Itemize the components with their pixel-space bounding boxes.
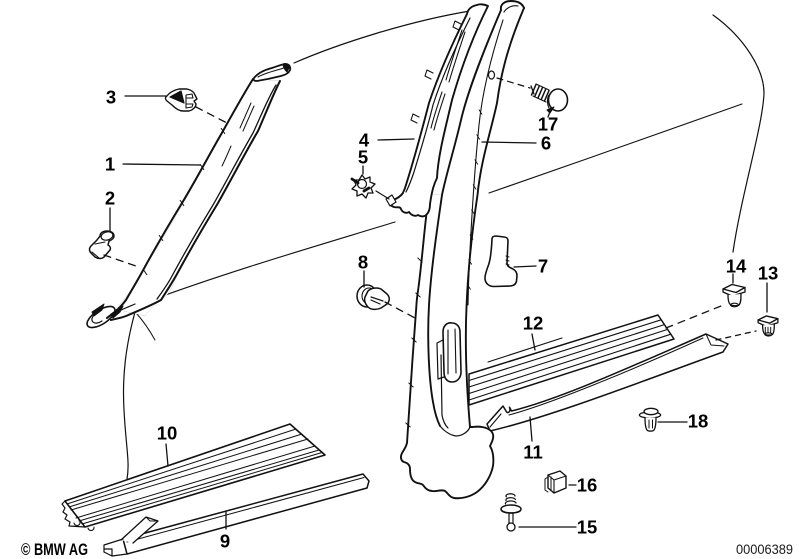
svg-text:1: 1 bbox=[105, 154, 115, 175]
svg-text:5: 5 bbox=[358, 147, 368, 168]
svg-text:6: 6 bbox=[541, 133, 551, 154]
svg-text:3: 3 bbox=[106, 87, 116, 108]
svg-text:14: 14 bbox=[726, 256, 747, 277]
svg-text:9: 9 bbox=[220, 531, 230, 552]
svg-text:7: 7 bbox=[538, 256, 548, 277]
svg-text:16: 16 bbox=[577, 475, 598, 496]
svg-text:15: 15 bbox=[577, 517, 598, 538]
svg-text:4: 4 bbox=[359, 130, 370, 151]
svg-text:18: 18 bbox=[688, 411, 709, 432]
svg-text:12: 12 bbox=[523, 313, 544, 334]
svg-text:© BMW AG: © BMW AG bbox=[21, 540, 88, 559]
svg-text:8: 8 bbox=[358, 252, 368, 273]
svg-text:13: 13 bbox=[758, 263, 779, 284]
svg-text:2: 2 bbox=[105, 188, 115, 209]
svg-text:10: 10 bbox=[157, 423, 178, 444]
svg-text:17: 17 bbox=[538, 114, 559, 135]
svg-text:00006389: 00006389 bbox=[736, 541, 793, 557]
svg-text:11: 11 bbox=[523, 442, 543, 463]
